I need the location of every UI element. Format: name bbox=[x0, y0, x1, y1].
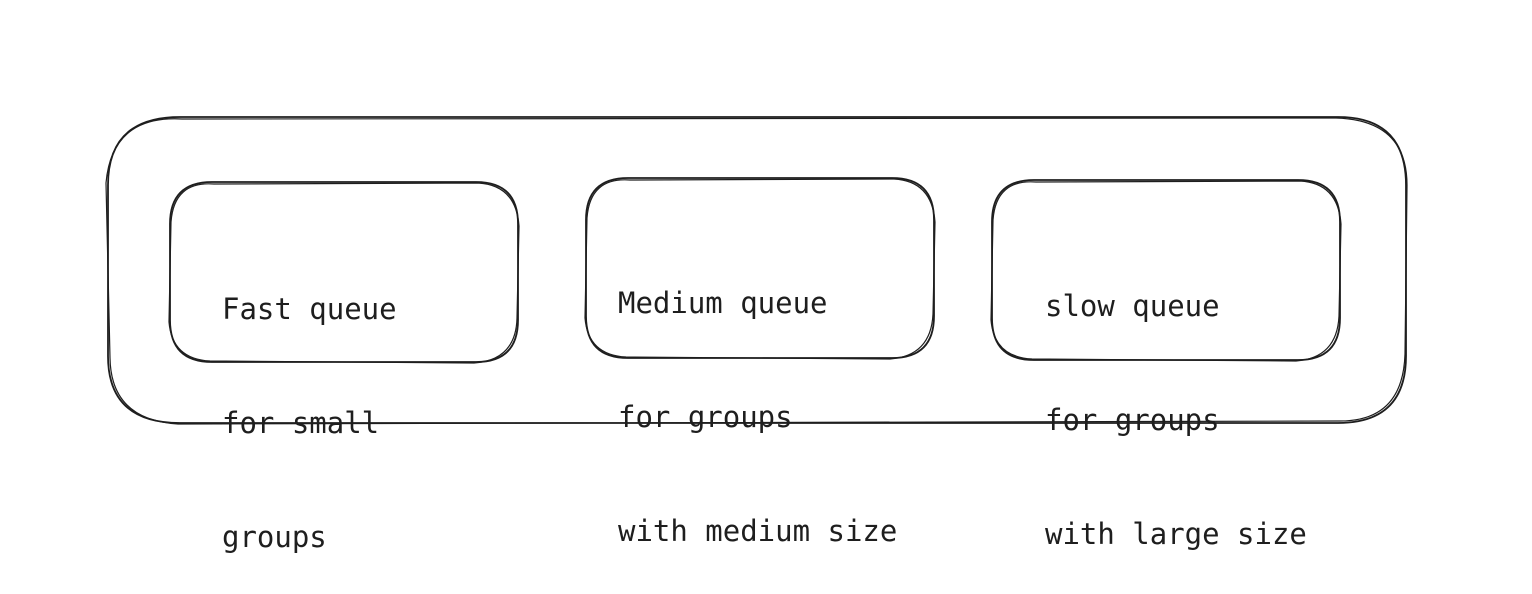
medium-queue-line-2: for groups bbox=[618, 400, 793, 434]
medium-queue-label: Medium queue for groups with medium size bbox=[618, 208, 897, 588]
slow-queue-line-1: slow queue bbox=[1045, 289, 1220, 323]
fast-queue-line-3: groups bbox=[222, 520, 327, 554]
slow-queue-line-2: for groups bbox=[1045, 403, 1220, 437]
medium-queue-box bbox=[584, 177, 936, 360]
fast-queue-label: Fast queue for small groups bbox=[222, 214, 397, 594]
fast-queue-line-2: for small bbox=[222, 406, 380, 440]
slow-queue-box bbox=[990, 179, 1342, 362]
queue-diagram bbox=[105, 116, 1408, 425]
fast-queue-box bbox=[168, 181, 520, 364]
fast-queue-line-1: Fast queue bbox=[222, 292, 397, 326]
medium-queue-line-1: Medium queue bbox=[618, 286, 828, 320]
medium-queue-line-3: with medium size bbox=[618, 514, 898, 548]
outer-container bbox=[105, 116, 1408, 425]
slow-queue-line-3: with large size bbox=[1045, 517, 1307, 551]
slow-queue-label: slow queue for groups with large size bbox=[1045, 211, 1307, 591]
